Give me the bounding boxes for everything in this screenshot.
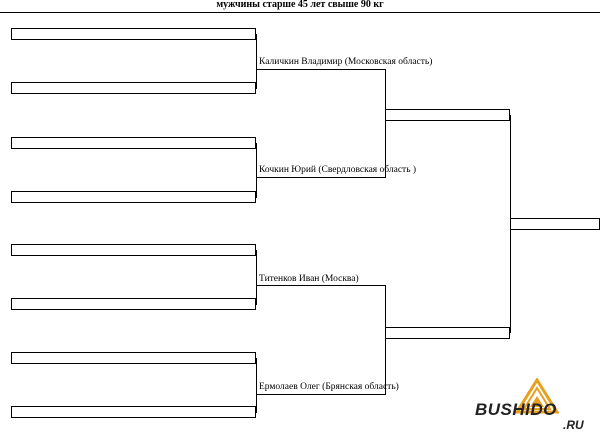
participant-4-name: Ермолаев Олег (Брянская область) [259,382,399,392]
winner-line-4 [256,394,385,395]
connector-v-4 [256,358,257,413]
connector-v-2 [256,143,257,198]
page-title: мужчины старше 45 лет свыше 90 кг [216,0,384,10]
entry-slot-4 [11,191,256,203]
bushido-logo: BUSHIDO .RU [475,378,600,438]
participant-2-name: Кочкин Юрий (Свердловская область ) [259,165,417,175]
entry-slot-6 [11,298,256,310]
connector-v-semi-2 [385,285,386,395]
entry-slot-2 [11,82,256,94]
participant-1-name: Каличкин Владимир (Московская область) [259,57,433,67]
semifinal-slot-2 [385,327,510,339]
semifinal-slot-1 [385,109,510,121]
winner-line-1 [256,69,385,70]
connector-v-semi-1 [385,69,386,178]
triangle-logo-icon [515,378,559,414]
winner-line-3 [256,285,385,286]
winner-line-2 [256,177,385,178]
entry-slot-1 [11,28,256,40]
entry-slot-3 [11,137,256,149]
logo-text: BUSHIDO [475,400,557,419]
title-underline [0,12,600,13]
participant-3-name: Титенков Иван (Москва) [259,274,359,284]
connector-v-3 [256,250,257,305]
logo-suffix: .RU [563,418,584,432]
entry-slot-8 [11,406,256,418]
final-slot [510,218,600,230]
entry-slot-7 [11,352,256,364]
connector-v-1 [256,34,257,89]
entry-slot-5 [11,244,256,256]
